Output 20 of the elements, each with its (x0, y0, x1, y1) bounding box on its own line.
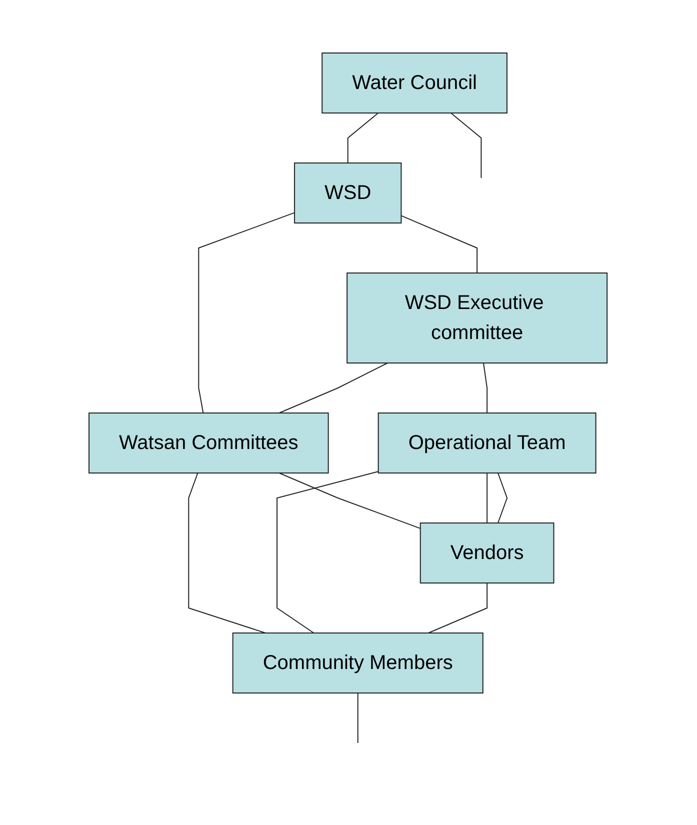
connector (450, 112, 482, 178)
connector (358, 692, 359, 743)
connector (198, 212, 296, 413)
node-box: Watsan Committees (88, 412, 330, 473)
connector (487, 472, 488, 523)
node-box: Vendors (420, 522, 555, 583)
node-box: WSD Executive committee (347, 272, 608, 363)
connector (428, 582, 488, 633)
connector (348, 112, 380, 163)
connector (279, 362, 389, 413)
node-box: WSD (294, 162, 402, 223)
connector (188, 472, 267, 633)
node-box: Community Members (232, 632, 484, 693)
connector (498, 472, 508, 523)
connector (279, 472, 422, 528)
connector (401, 214, 478, 273)
node-box: Operational Team (378, 412, 597, 473)
node-box: Water Council (322, 52, 508, 113)
connector (483, 362, 488, 413)
connector (276, 470, 380, 633)
